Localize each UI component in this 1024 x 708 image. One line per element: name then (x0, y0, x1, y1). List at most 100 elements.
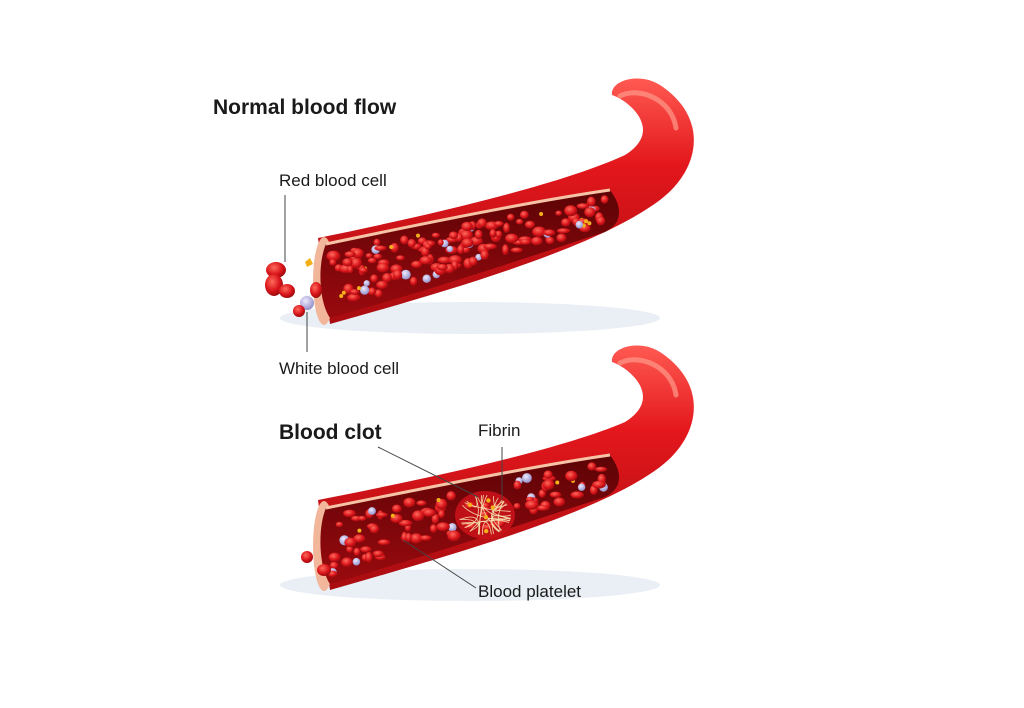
red-blood-cell (347, 265, 354, 274)
red-blood-cell (556, 233, 567, 243)
free-cells-bottom (301, 551, 331, 576)
vessel-inner-lining (325, 453, 611, 510)
red-blood-cell (436, 522, 450, 532)
red-blood-cell (344, 537, 357, 548)
white-blood-cell (352, 557, 361, 566)
red-blood-cell (374, 245, 387, 251)
fibrin-strand (459, 518, 475, 529)
red-blood-cell (461, 221, 473, 231)
fibrin-strand (480, 495, 501, 532)
red-blood-cell (448, 255, 462, 265)
red-blood-cell (335, 521, 344, 528)
red-blood-cell (493, 221, 504, 227)
red-blood-cell (595, 466, 608, 472)
red-blood-cell (459, 229, 473, 241)
red-blood-cell (400, 235, 409, 245)
platelet (416, 233, 420, 238)
red-blood-cell (457, 244, 465, 255)
red-blood-cell (365, 253, 373, 259)
red-blood-cell (516, 218, 524, 225)
red-blood-cell (376, 280, 388, 289)
red-blood-cell (349, 289, 360, 295)
red-blood-cell (524, 500, 539, 510)
red-blood-cell (549, 491, 562, 498)
red-blood-cell (513, 480, 522, 490)
red-blood-cell (412, 510, 425, 522)
red-blood-cell (373, 238, 381, 247)
red-blood-cell (367, 257, 377, 264)
red-blood-cell (524, 220, 535, 229)
clot-vessel (280, 345, 694, 601)
red-blood-cell (419, 256, 433, 265)
platelet (587, 221, 592, 226)
red-blood-cell (407, 238, 416, 248)
white-blood-cell (475, 253, 482, 261)
red-blood-cell (317, 564, 331, 576)
white-blood-cell (300, 296, 314, 310)
red-blood-cell (357, 515, 367, 521)
red-blood-cell (519, 239, 532, 245)
flowing-cells (326, 195, 609, 302)
red-blood-cell (505, 233, 519, 243)
platelet (483, 515, 489, 520)
red-blood-cell (326, 250, 341, 262)
platelet (486, 498, 491, 503)
red-blood-cell (376, 262, 389, 273)
red-blood-cell (570, 491, 584, 499)
vessel-highlight (617, 90, 679, 131)
platelet (539, 212, 544, 216)
red-blood-cell (438, 509, 445, 519)
red-blood-cell (392, 269, 403, 280)
fibrin-label: Fibrin (478, 421, 521, 440)
clot-leader (377, 446, 479, 498)
red-blood-cell (531, 236, 543, 246)
red-blood-cell (584, 207, 596, 218)
red-blood-cell (565, 470, 578, 482)
red-blood-cell (424, 243, 432, 250)
platelet (490, 505, 495, 510)
red-blood-cell (411, 260, 423, 268)
red-blood-cell (542, 479, 555, 490)
red-blood-cell (477, 218, 487, 228)
fibrin-strand (476, 495, 512, 517)
red-blood-cell (369, 524, 379, 534)
red-blood-cell (503, 222, 510, 233)
red-blood-cell (474, 229, 483, 240)
blood-clot-heading: Blood clot (279, 421, 382, 444)
red-blood-cell (373, 253, 383, 260)
red-blood-cell (545, 236, 555, 245)
red-blood-cell (561, 218, 571, 227)
red-blood-cell (448, 231, 459, 240)
red-blood-cell (353, 534, 366, 543)
red-blood-cell (410, 276, 418, 286)
platelet (341, 290, 346, 295)
red-blood-cell (265, 274, 283, 296)
vessel-lumen (320, 190, 620, 318)
red-blood-cell (596, 216, 606, 226)
red-blood-cell (372, 550, 384, 558)
platelet (467, 502, 473, 508)
platelet (584, 219, 588, 224)
red-blood-cell (430, 524, 437, 533)
red-blood-cell (343, 509, 356, 518)
red-blood-cell (344, 251, 356, 258)
platelet (389, 245, 394, 249)
red-blood-cell (375, 512, 388, 518)
red-blood-cell (431, 513, 439, 524)
red-blood-cell (403, 497, 416, 508)
normal-flow-heading: Normal blood flow (213, 96, 397, 119)
white-blood-cell-label: White blood cell (279, 359, 400, 378)
red-blood-cell (347, 293, 361, 302)
trapped-cells (327, 462, 608, 578)
fibrin-strand (469, 520, 492, 535)
red-blood-cell (489, 229, 497, 238)
red-blood-cell (341, 557, 353, 567)
white-blood-cell (575, 220, 584, 229)
platelet (484, 528, 489, 534)
white-blood-cell (577, 483, 586, 491)
red-blood-cell (353, 547, 361, 556)
red-blood-cell (374, 289, 383, 298)
platelet (357, 528, 362, 533)
red-blood-cell (576, 203, 590, 210)
red-blood-cell (368, 287, 376, 296)
